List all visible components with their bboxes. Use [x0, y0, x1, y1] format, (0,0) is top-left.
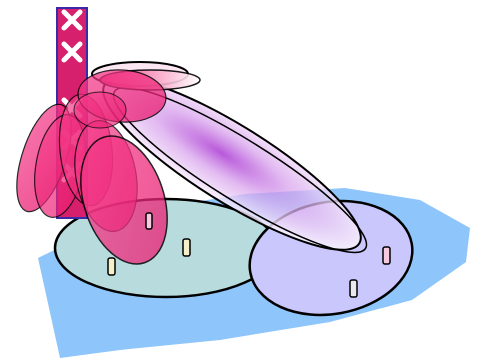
marker-group [107, 212, 391, 298]
small-marker-icon [182, 238, 191, 257]
pink-petal-cluster [16, 69, 168, 265]
small-marker-icon [107, 257, 116, 276]
small-marker-icon [145, 212, 153, 230]
small-marker-icon [349, 279, 358, 298]
pink-petal-shape [80, 135, 168, 265]
pink-petal-shape [73, 91, 127, 129]
small-marker-icon [382, 246, 391, 265]
